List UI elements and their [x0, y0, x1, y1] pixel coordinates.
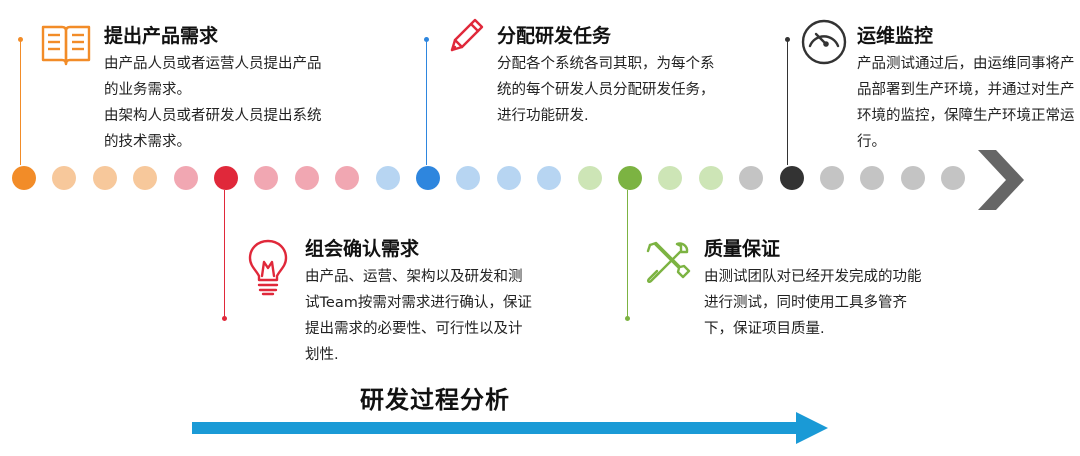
timeline-dot — [496, 166, 521, 190]
timeline-dot — [941, 166, 966, 190]
timeline-dot — [456, 166, 481, 190]
pencil-icon — [450, 18, 484, 52]
stage-paragraph: 由测试团队对已经开发完成的功能进行测试，同时使用工具多管齐下，保证项目质量. — [704, 269, 922, 337]
book-icon — [41, 25, 91, 66]
stage-paragraph: 由架构人员或者研发人员提出系统的技术需求。 — [104, 108, 322, 150]
timeline-dot — [52, 166, 77, 190]
stage-paragraph: 产品测试通过后，由运维同事将产品部署到生产环境，并通过对生产环境的监控，保障生产… — [857, 56, 1075, 150]
stage-title-quality: 质量保证 — [704, 238, 781, 260]
progress-arrow-icon — [192, 412, 828, 444]
tools-icon — [646, 241, 691, 284]
connector-monitor-end — [785, 37, 790, 42]
chevron-right-icon — [978, 150, 1024, 210]
connector-quality-end — [625, 316, 630, 321]
timeline-dot — [900, 166, 925, 190]
timeline-dot — [698, 166, 723, 190]
stage-body-assign: 分配各个系统各司其职，为每个系统的每个研发人员分配研发任务，进行功能研发. — [497, 51, 719, 129]
connector-assign-end — [424, 37, 429, 42]
connector-propose — [20, 40, 21, 165]
stage-title-monitor: 运维监控 — [857, 25, 934, 47]
stage-title-assign: 分配研发任务 — [497, 25, 612, 47]
stage-paragraph: 由产品人员或者运营人员提出产品的业务需求。 — [104, 56, 322, 98]
connector-assign — [426, 40, 427, 165]
connector-quality — [627, 190, 628, 318]
connector-confirm-end — [222, 316, 227, 321]
timeline-dot — [739, 166, 764, 190]
timeline-dot — [375, 166, 400, 190]
timeline-dot — [577, 166, 602, 190]
stage-paragraph: 分配各个系统各司其职，为每个系统的每个研发人员分配研发任务，进行功能研发. — [497, 56, 715, 124]
timeline-dot — [173, 166, 198, 190]
stage-body-monitor: 产品测试通过后，由运维同事将产品部署到生产环境，并通过对生产环境的监控，保障生产… — [857, 51, 1077, 155]
timeline-dot — [658, 166, 683, 190]
stage-title-propose: 提出产品需求 — [104, 25, 219, 47]
timeline-dot — [416, 166, 440, 190]
connector-propose-end — [18, 37, 23, 42]
page-title: 研发过程分析 — [360, 386, 510, 414]
connector-monitor — [787, 40, 788, 165]
timeline-dot — [294, 166, 319, 190]
timeline-dot — [214, 166, 238, 190]
gauge-icon — [801, 19, 847, 65]
connector-confirm — [224, 190, 225, 318]
timeline-dot — [92, 166, 117, 190]
stage-body-confirm: 由产品、运营、架构以及研发和测试Team按需对需求进行确认，保证提出需求的必要性… — [305, 264, 535, 368]
timeline-dot — [779, 166, 804, 190]
timeline-dot — [133, 166, 158, 190]
timeline-dot — [335, 166, 360, 190]
timeline-dot — [618, 166, 642, 190]
stage-title-confirm: 组会确认需求 — [305, 238, 420, 260]
stage-body-quality: 由测试团队对已经开发完成的功能进行测试，同时使用工具多管齐下，保证项目质量. — [704, 264, 926, 342]
lightbulb-icon — [248, 239, 288, 296]
timeline-dot — [254, 166, 279, 190]
stage-body-propose: 由产品人员或者运营人员提出产品的业务需求。 由架构人员或者研发人员提出系统的技术… — [104, 51, 334, 155]
timeline-dot — [537, 166, 562, 190]
timeline-dot — [820, 166, 844, 190]
timeline-dot — [12, 166, 36, 190]
timeline-dot — [860, 166, 885, 190]
stage-paragraph: 由产品、运营、架构以及研发和测试Team按需对需求进行确认，保证提出需求的必要性… — [305, 269, 532, 363]
